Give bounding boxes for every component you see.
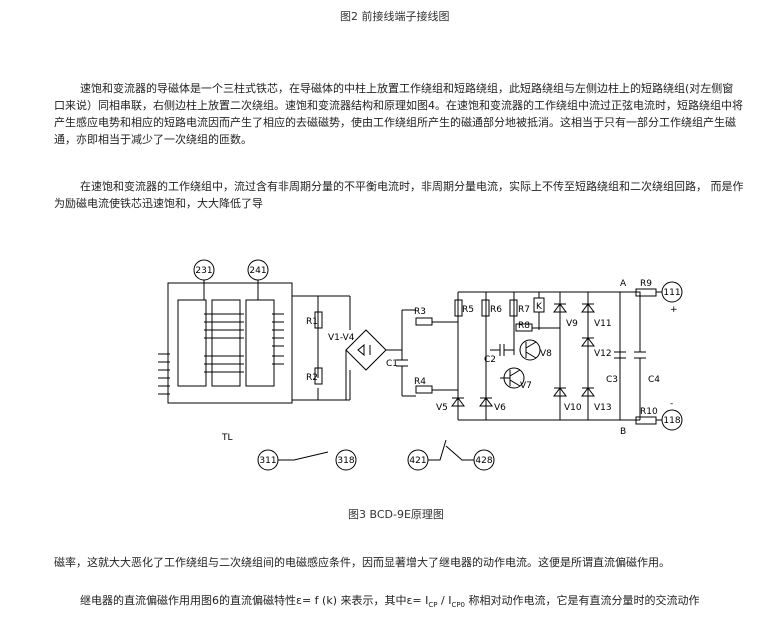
label-r1: R1 — [306, 317, 318, 327]
v12-diode — [581, 337, 595, 347]
r1 — [314, 311, 323, 329]
svg-text:241: 241 — [249, 266, 266, 276]
svg-text:421: 421 — [409, 456, 426, 466]
label-r5: R5 — [462, 305, 474, 315]
label-r6: R6 — [490, 305, 502, 315]
core-outer — [167, 282, 293, 404]
terminal-421: 421 — [407, 449, 429, 471]
svg-text:311: 311 — [259, 456, 276, 466]
terminal-241: 241 — [247, 259, 269, 281]
paragraph-1-text: 速饱和变流器的导磁体是一个三柱式铁芯，在导磁体的中柱上放置工作绕组和短路绕组，此… — [54, 82, 743, 146]
bridge-v1-v4 — [345, 329, 387, 371]
terminal-118: 118 — [661, 409, 683, 431]
paragraph-1: 速饱和变流器的导磁体是一个三柱式铁芯，在导磁体的中柱上放置工作绕组和短路绕组，此… — [54, 80, 744, 148]
paragraph-4-text: 继电器的直流偏磁作用用图6的直流偏磁特性ε= f (k) 来表示，其中ε= IC… — [80, 594, 700, 610]
winding-coils — [158, 313, 284, 395]
v8-transistor — [519, 339, 541, 361]
label-c4: C4 — [648, 375, 660, 385]
terminal-318: 318 — [335, 449, 357, 471]
label-r3: R3 — [414, 307, 426, 317]
label-v1-v4: V1-V4 — [328, 333, 355, 343]
paragraph-3: 磁率，这就大大恶化了工作绕组与二次绕组间的电磁感应条件，因而显著增大了继电器的动… — [54, 554, 744, 571]
core-window-mid — [211, 299, 241, 387]
v10-diode — [553, 387, 567, 397]
component-labels: TL R1 R2 V1-V4 C1 R3 R4 V5 V6 R5 R6 R7 K… — [221, 279, 678, 443]
label-v13: V13 — [594, 403, 612, 413]
label-r4: R4 — [414, 377, 426, 387]
svg-text:111: 111 — [663, 288, 680, 298]
label-v7: V7 — [520, 381, 532, 391]
label-v12: V12 — [594, 349, 612, 359]
svg-text:118: 118 — [663, 416, 680, 426]
contact-421-428 — [426, 439, 474, 461]
paragraph-4: 继电器的直流偏磁作用用图6的直流偏磁特性ε= f (k) 来表示，其中ε= IC… — [54, 592, 744, 614]
r5 — [454, 299, 463, 317]
svg-text:231: 231 — [195, 266, 212, 276]
figure-2-caption: 图2 前接线端子接线图 — [340, 10, 450, 23]
label-minus: - — [670, 399, 673, 409]
label-tl: TL — [221, 433, 233, 443]
label-r8: R8 — [518, 321, 530, 331]
label-r2: R2 — [306, 373, 318, 383]
r3 — [415, 317, 433, 326]
paragraph-2-text: 在速饱和变流器的工作绕组中，流过含有非周期分量的不平衡电流时，非周期分量电流，实… — [54, 180, 744, 210]
paragraph-2: 在速饱和变流器的工作绕组中，流过含有非周期分量的不平衡电流时，非周期分量电流，实… — [54, 178, 744, 212]
terminal-111: 111 — [661, 281, 683, 303]
terminal-231: 231 — [193, 259, 215, 281]
figure-3-caption: 图3 BCD-9E原理图 — [348, 508, 444, 521]
svg-text:428: 428 — [475, 456, 492, 466]
core-window-right — [245, 299, 275, 387]
v13-diode — [581, 387, 595, 397]
r2 — [314, 367, 323, 385]
label-r7: R7 — [518, 305, 530, 315]
label-v6: V6 — [494, 403, 506, 413]
label-c1: C1 — [386, 359, 398, 369]
label-v5: V5 — [436, 403, 448, 413]
label-v11: V11 — [594, 319, 612, 329]
core-window-left — [177, 299, 207, 387]
r4 — [415, 385, 433, 394]
terminal-311: 311 — [257, 449, 279, 471]
label-v9: V9 — [566, 319, 578, 329]
v9-diode — [553, 303, 567, 313]
v11-diode — [581, 303, 595, 313]
label-a: A — [620, 279, 627, 289]
label-c2: C2 — [484, 355, 496, 365]
label-plus: + — [670, 305, 678, 315]
label-k: K — [536, 302, 543, 312]
paragraph-3-text: 磁率，这就大大恶化了工作绕组与二次绕组间的电磁感应条件，因而显著增大了继电器的动… — [54, 556, 670, 569]
terminal-nodes: 231 241 111 118 311 318 421 428 — [193, 259, 683, 471]
v5-diode — [451, 397, 465, 407]
label-v8: V8 — [540, 349, 552, 359]
label-r10: R10 — [640, 407, 658, 417]
v6-diode — [479, 397, 493, 407]
svg-text:318: 318 — [337, 456, 354, 466]
label-v10: V10 — [564, 403, 582, 413]
label-r9: R9 — [640, 279, 652, 289]
label-c3: C3 — [606, 375, 618, 385]
label-b: B — [620, 427, 626, 437]
terminal-428: 428 — [473, 449, 495, 471]
